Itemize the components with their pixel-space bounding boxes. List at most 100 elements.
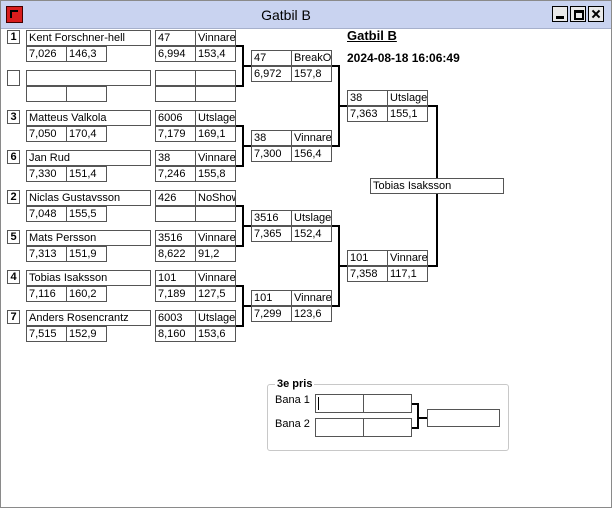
reaction-time-field[interactable]: 7,048 [26, 206, 67, 222]
third-place-group [267, 384, 509, 451]
seed-number: 4 [7, 270, 20, 284]
speed-field[interactable]: 151,4 [66, 166, 107, 182]
speed-field[interactable]: 152,4 [291, 226, 332, 242]
car-number-field[interactable] [155, 70, 196, 86]
reaction-time-field[interactable]: 8,160 [155, 326, 196, 342]
speed-field[interactable]: 146,3 [66, 46, 107, 62]
app-icon[interactable] [6, 6, 23, 23]
car-number-field[interactable]: 47 [251, 50, 292, 66]
reaction-time-field[interactable]: 7,358 [347, 266, 388, 282]
lane-2-entry-field[interactable] [315, 418, 364, 437]
reaction-time-field[interactable] [26, 86, 67, 102]
race-result-field[interactable]: NoShow [195, 190, 236, 206]
reaction-time-field[interactable]: 7,189 [155, 286, 196, 302]
event-title: Gatbil B [347, 28, 397, 43]
race-result-field[interactable]: Vinnare [387, 250, 428, 266]
reaction-time-field[interactable]: 6,994 [155, 46, 196, 62]
driver-name-field[interactable]: Mats Persson [26, 230, 151, 246]
car-number-field[interactable]: 47 [155, 30, 196, 46]
car-number-field[interactable]: 38 [155, 150, 196, 166]
speed-field[interactable]: 155,1 [387, 106, 428, 122]
speed-field[interactable]: 127,5 [195, 286, 236, 302]
race-result-field[interactable]: BreakOut [291, 50, 332, 66]
lane-1-entry-field[interactable] [315, 394, 364, 413]
reaction-time-field[interactable]: 7,179 [155, 126, 196, 142]
seed-number: 1 [7, 30, 20, 44]
driver-name-field[interactable]: Anders Rosencrantz [26, 310, 151, 326]
speed-field[interactable]: 160,2 [66, 286, 107, 302]
race-result-field[interactable]: Utslagen [387, 90, 428, 106]
race-result-field[interactable]: Vinnare [195, 150, 236, 166]
speed-field[interactable]: 152,9 [66, 326, 107, 342]
car-number-field[interactable]: 3516 [155, 230, 196, 246]
window-title: Gatbil B [261, 7, 311, 23]
reaction-time-field[interactable]: 7,365 [251, 226, 292, 242]
car-number-field[interactable]: 426 [155, 190, 196, 206]
car-number-field[interactable]: 101 [155, 270, 196, 286]
race-result-field[interactable]: Vinnare [195, 30, 236, 46]
reaction-time-field[interactable]: 7,515 [26, 326, 67, 342]
speed-field[interactable]: 169,1 [195, 126, 236, 142]
reaction-time-field[interactable]: 8,622 [155, 246, 196, 262]
reaction-time-field[interactable]: 7,050 [26, 126, 67, 142]
car-number-field[interactable]: 38 [251, 130, 292, 146]
lane-1-result-field[interactable] [363, 394, 412, 413]
race-result-field[interactable] [195, 70, 236, 86]
reaction-time-field[interactable]: 7,246 [155, 166, 196, 182]
speed-field[interactable]: 155,8 [195, 166, 236, 182]
driver-name-field[interactable]: Jan Rud [26, 150, 151, 166]
driver-name-field[interactable]: Matteus Valkola [26, 110, 151, 126]
reaction-time-field[interactable]: 7,313 [26, 246, 67, 262]
speed-field[interactable]: 153,6 [195, 326, 236, 342]
driver-name-field[interactable]: Kent Forschner-hell [26, 30, 151, 46]
winner-name-field[interactable]: Tobias Isaksson [370, 178, 504, 194]
car-number-field[interactable]: 38 [347, 90, 388, 106]
speed-field[interactable] [195, 86, 236, 102]
car-number-field[interactable]: 101 [251, 290, 292, 306]
reaction-time-field[interactable]: 7,299 [251, 306, 292, 322]
reaction-time-field[interactable]: 7,300 [251, 146, 292, 162]
reaction-time-field[interactable] [155, 206, 196, 222]
race-result-field[interactable]: Vinnare [291, 290, 332, 306]
race-result-field[interactable]: Vinnare [195, 230, 236, 246]
reaction-time-field[interactable]: 7,026 [26, 46, 67, 62]
speed-field[interactable] [66, 86, 107, 102]
speed-field[interactable]: 91,2 [195, 246, 236, 262]
race-result-field[interactable]: Utslagen [195, 310, 236, 326]
speed-field[interactable]: 155,5 [66, 206, 107, 222]
race-result-field[interactable]: Vinnare [291, 130, 332, 146]
reaction-time-field[interactable]: 6,972 [251, 66, 292, 82]
close-button[interactable] [588, 6, 604, 22]
speed-field[interactable]: 156,4 [291, 146, 332, 162]
lane-2-result-field[interactable] [363, 418, 412, 437]
seed-number [7, 70, 20, 86]
reaction-time-field[interactable]: 7,330 [26, 166, 67, 182]
driver-name-field[interactable] [26, 70, 151, 86]
car-number-field[interactable]: 3516 [251, 210, 292, 226]
driver-name-field[interactable]: Tobias Isaksson [26, 270, 151, 286]
text-cursor [318, 397, 319, 410]
car-number-field[interactable]: 6003 [155, 310, 196, 326]
seed-number: 5 [7, 230, 20, 244]
speed-field[interactable]: 117,1 [387, 266, 428, 282]
car-number-field[interactable]: 101 [347, 250, 388, 266]
reaction-time-field[interactable] [155, 86, 196, 102]
race-result-field[interactable]: Utslagen [195, 110, 236, 126]
minimize-button[interactable] [552, 6, 568, 22]
reaction-time-field[interactable]: 7,116 [26, 286, 67, 302]
race-result-field[interactable]: Utslagen [291, 210, 332, 226]
speed-field[interactable]: 170,4 [66, 126, 107, 142]
car-number-field[interactable]: 6006 [155, 110, 196, 126]
speed-field[interactable] [195, 206, 236, 222]
reaction-time-field[interactable]: 7,363 [347, 106, 388, 122]
maximize-button[interactable] [570, 6, 586, 22]
speed-field[interactable]: 123,6 [291, 306, 332, 322]
third-place-result-field[interactable] [427, 409, 500, 427]
driver-name-field[interactable]: Niclas Gustavsson [26, 190, 151, 206]
seed-number: 6 [7, 150, 20, 164]
race-result-field[interactable]: Vinnare [195, 270, 236, 286]
speed-field[interactable]: 151,9 [66, 246, 107, 262]
speed-field[interactable]: 157,8 [291, 66, 332, 82]
speed-field[interactable]: 153,4 [195, 46, 236, 62]
title-bar[interactable]: Gatbil B [1, 1, 611, 29]
